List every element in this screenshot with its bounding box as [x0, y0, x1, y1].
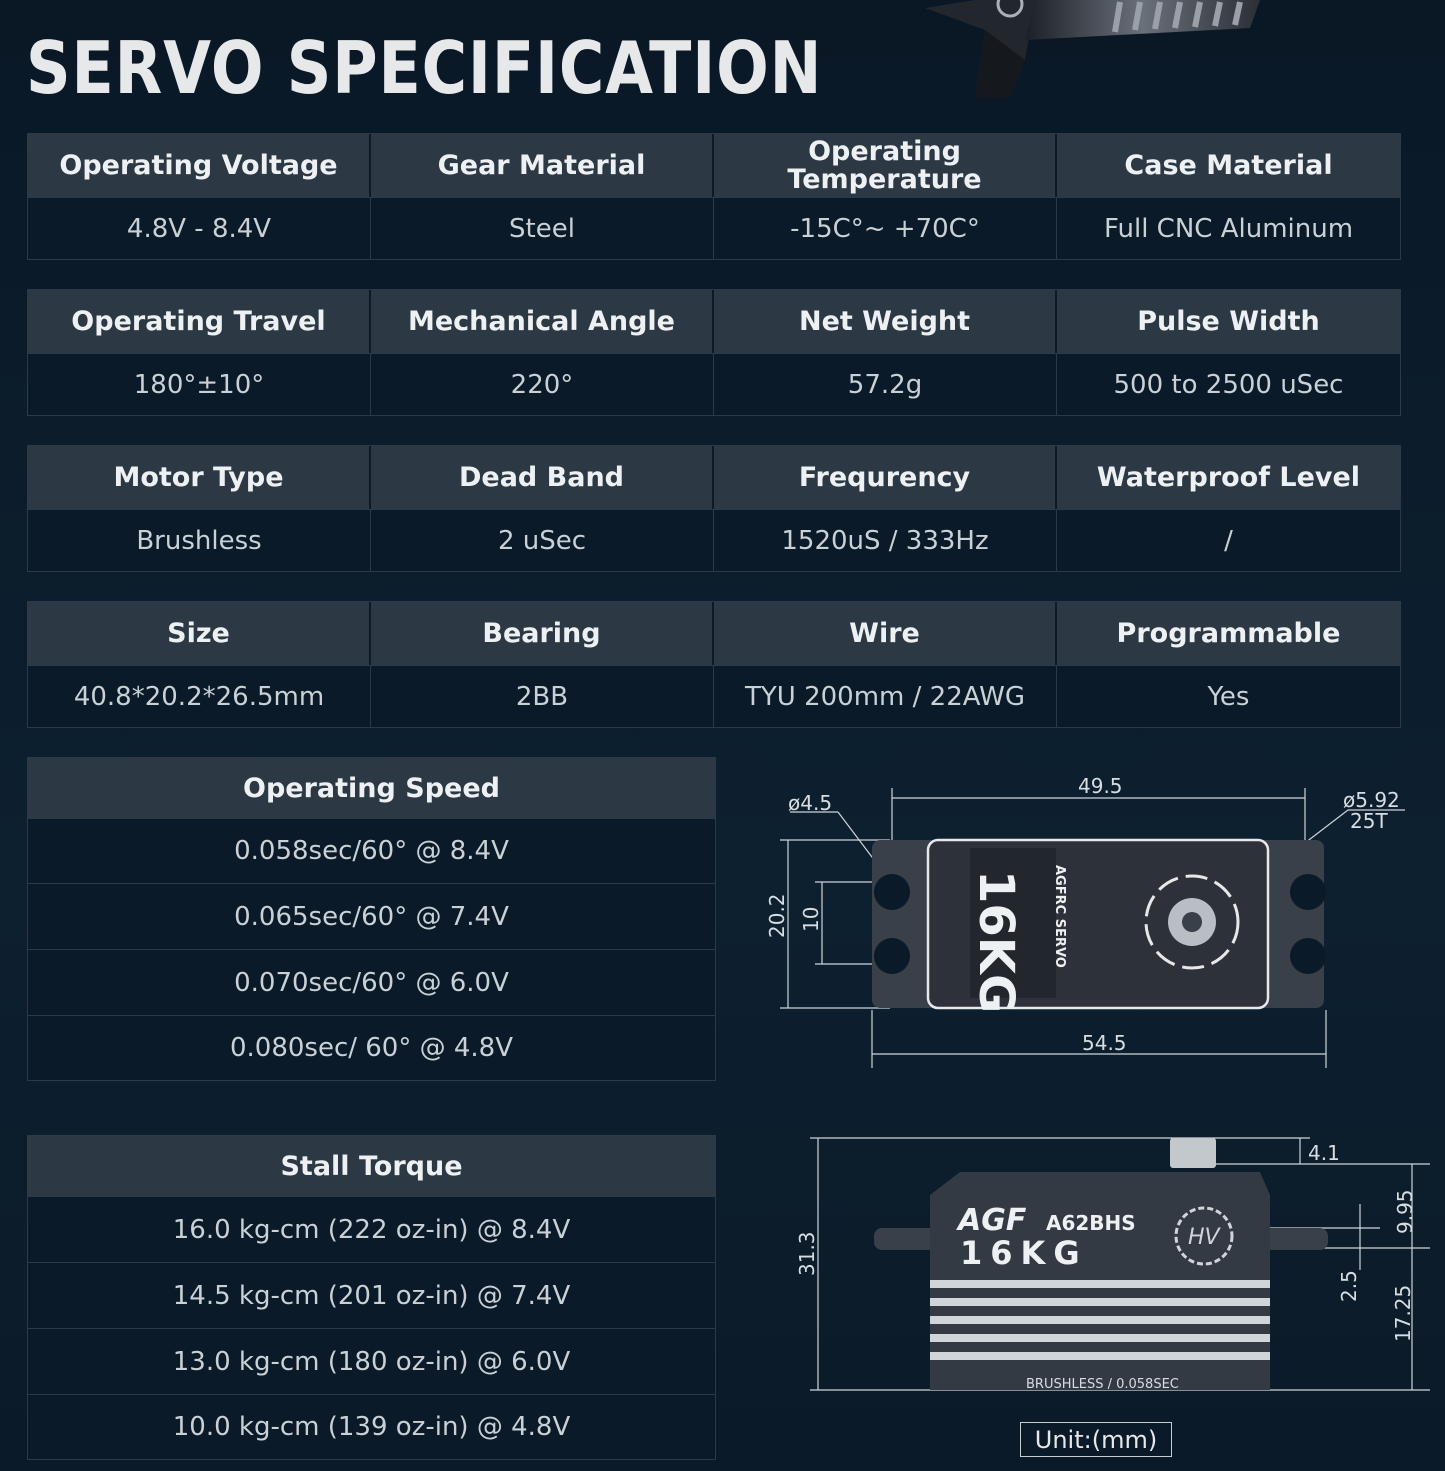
- dim-hole-spacing: 10: [799, 907, 823, 932]
- spec-value: 2BB: [371, 665, 714, 727]
- dim-lower-height: 17.25: [1391, 1285, 1415, 1342]
- dim-spline-teeth: 25T: [1350, 809, 1388, 833]
- stall-torque-header: Stall Torque: [28, 1136, 715, 1196]
- spec-header: Case Material: [1057, 134, 1400, 197]
- spec-table-row-3: Motor Type Dead Band Frequrency Waterpro…: [27, 445, 1401, 572]
- spec-header: Operating Voltage: [28, 134, 371, 197]
- spec-table-row-1: Operating Voltage Gear Material Operatin…: [27, 133, 1401, 260]
- dim-length: 49.5: [1078, 774, 1123, 798]
- top-view-label-brand: AGFRC SERVO: [1052, 865, 1067, 968]
- spec-value: 180°±10°: [28, 353, 371, 415]
- spec-header: Operating Travel: [28, 290, 371, 353]
- stall-torque-row: 14.5 kg-cm (201 oz-in) @ 7.4V: [28, 1262, 715, 1328]
- spec-header: Dead Band: [371, 446, 714, 509]
- spec-header: Operating Temperature: [714, 134, 1057, 197]
- servo-hero-image: [925, 0, 1260, 98]
- spec-value: Full CNC Aluminum: [1057, 197, 1400, 259]
- page-title: SERVO SPECIFICATION: [26, 26, 823, 110]
- spec-value: TYU 200mm / 22AWG: [714, 665, 1057, 727]
- spec-value: Brushless: [28, 509, 371, 571]
- spec-value: 57.2g: [714, 353, 1057, 415]
- side-model: A62BHS: [1046, 1211, 1136, 1235]
- top-view-label-main: 16KG: [968, 870, 1024, 1013]
- dim-spline-dia: ø5.92: [1343, 788, 1400, 812]
- spec-header: Gear Material: [371, 134, 714, 197]
- spec-header: Net Weight: [714, 290, 1057, 353]
- side-torque-label: 16KG: [960, 1234, 1088, 1272]
- spec-value: 500 to 2500 uSec: [1057, 353, 1400, 415]
- operating-speed-row: 0.070sec/60° @ 6.0V: [28, 949, 715, 1015]
- side-footer-label: BRUSHLESS / 0.058SEC: [1026, 1377, 1179, 1392]
- spec-value: Steel: [371, 197, 714, 259]
- operating-speed-row: 0.080sec/ 60° @ 4.8V: [28, 1015, 715, 1080]
- dim-width: 20.2: [765, 893, 789, 938]
- spec-header: Waterproof Level: [1057, 446, 1400, 509]
- operating-speed-table: Operating Speed 0.058sec/60° @ 8.4V 0.06…: [27, 757, 716, 1081]
- spec-value: 1520uS / 333Hz: [714, 509, 1057, 571]
- spec-header: Wire: [714, 602, 1057, 665]
- dim-hole-dia: ø4.5: [788, 791, 832, 815]
- stall-torque-row: 16.0 kg-cm (222 oz-in) @ 8.4V: [28, 1196, 715, 1262]
- stall-torque-row: 10.0 kg-cm (139 oz-in) @ 4.8V: [28, 1394, 715, 1459]
- stall-torque-table: Stall Torque 16.0 kg-cm (222 oz-in) @ 8.…: [27, 1135, 716, 1460]
- operating-speed-row: 0.065sec/60° @ 7.4V: [28, 883, 715, 949]
- spec-value: 40.8*20.2*26.5mm: [28, 665, 371, 727]
- spec-header: Pulse Width: [1057, 290, 1400, 353]
- dim-height: 31.3: [795, 1231, 819, 1276]
- spec-table-row-4: Size Bearing Wire Programmable 40.8*20.2…: [27, 601, 1401, 728]
- operating-speed-row: 0.058sec/60° @ 8.4V: [28, 818, 715, 883]
- side-brand: AGF: [956, 1203, 1027, 1238]
- spec-value: /: [1057, 509, 1400, 571]
- spec-value: 220°: [371, 353, 714, 415]
- unit-label: Unit:(mm): [1020, 1422, 1172, 1457]
- side-badge: HV: [1188, 1225, 1222, 1250]
- spec-header: Motor Type: [28, 446, 371, 509]
- stall-torque-row: 13.0 kg-cm (180 oz-in) @ 6.0V: [28, 1328, 715, 1394]
- spec-value: 4.8V - 8.4V: [28, 197, 371, 259]
- dim-upper-height: 9.95: [1393, 1189, 1417, 1234]
- spec-header: Bearing: [371, 602, 714, 665]
- spec-value: Yes: [1057, 665, 1400, 727]
- operating-speed-header: Operating Speed: [28, 758, 715, 818]
- spec-value: -15C°~ +70C°: [714, 197, 1057, 259]
- dim-spline-height: 4.1: [1308, 1141, 1340, 1165]
- dim-tab-thickness: 2.5: [1337, 1270, 1361, 1302]
- spec-header: Size: [28, 602, 371, 665]
- spec-table-row-2: Operating Travel Mechanical Angle Net We…: [27, 289, 1401, 416]
- servo-top-view-diagram: 16KG AGFRC SERVO ø4.5 49.5 ø5.92 25T 20.…: [765, 774, 1405, 1068]
- spec-header: Mechanical Angle: [371, 290, 714, 353]
- dim-overall-length: 54.5: [1082, 1031, 1127, 1055]
- spec-header: Programmable: [1057, 602, 1400, 665]
- spec-value: 2 uSec: [371, 509, 714, 571]
- servo-side-view-diagram: AGF A62BHS 16KG HV BRUSHLESS / 0.058SEC …: [795, 1137, 1430, 1392]
- spec-header: Frequrency: [714, 446, 1057, 509]
